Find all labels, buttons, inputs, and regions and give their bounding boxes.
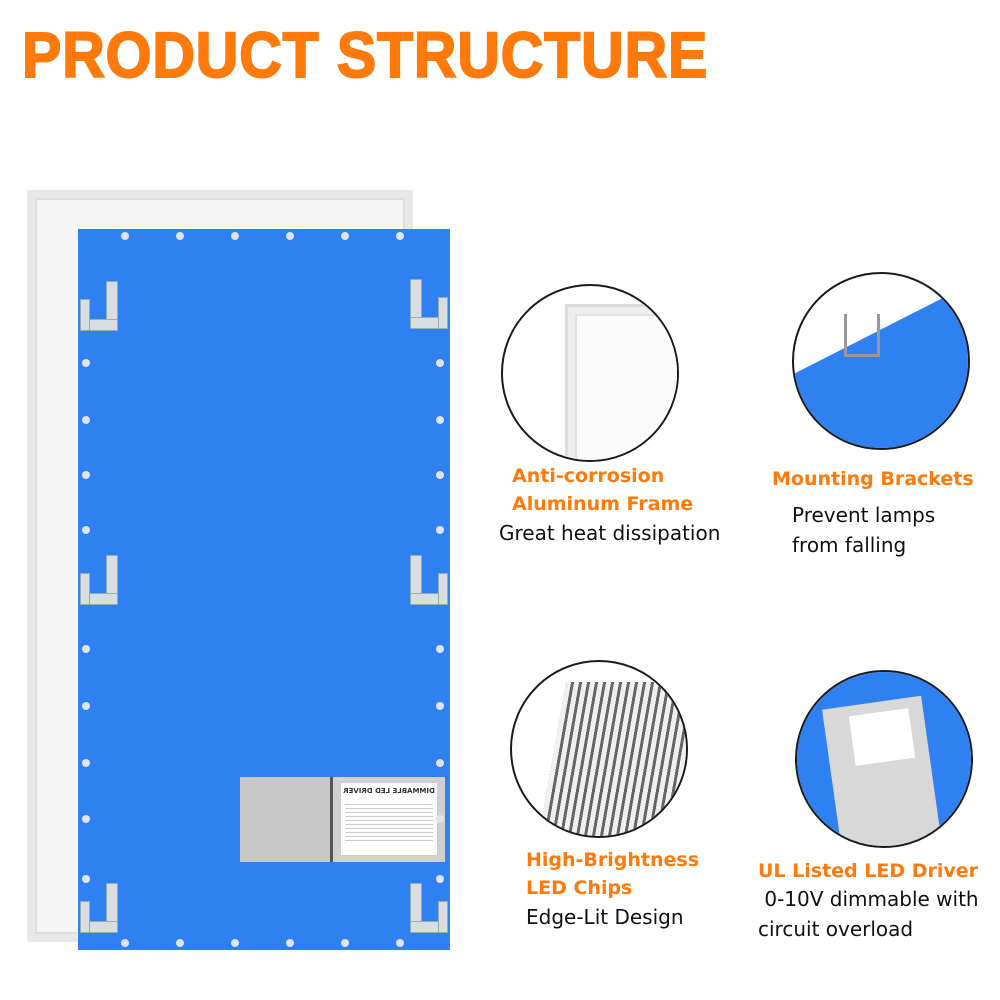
led-driver: DIMMABLE LED DRIVER	[240, 777, 445, 862]
frame-detail-circle	[501, 284, 679, 462]
mounting-bracket	[408, 555, 448, 605]
screw-hole	[82, 471, 90, 479]
driver-detail-circle	[795, 670, 973, 848]
screw-hole	[82, 759, 90, 767]
screw-hole	[82, 702, 90, 710]
screw-hole	[82, 875, 90, 883]
screw-hole	[121, 939, 129, 947]
screw-hole	[436, 416, 444, 424]
led-chips-circle	[510, 660, 688, 838]
screw-hole	[286, 939, 294, 947]
screw-hole	[176, 232, 184, 240]
screw-hole	[82, 359, 90, 367]
screw-hole	[436, 471, 444, 479]
screw-hole	[231, 232, 239, 240]
screw-hole	[231, 939, 239, 947]
screw-hole	[436, 359, 444, 367]
screw-hole	[341, 939, 349, 947]
mounting-bracket	[80, 555, 120, 605]
screw-hole	[82, 815, 90, 823]
page-title: PRODUCT STRUCTURE	[21, 18, 709, 92]
mounting-bracket	[408, 883, 448, 933]
screw-hole	[436, 759, 444, 767]
mounting-bracket	[408, 279, 448, 329]
screw-hole	[176, 939, 184, 947]
mounting-bracket	[80, 883, 120, 933]
feature-desc: Edge-Lit Design	[526, 905, 684, 929]
feature-desc: Great heat dissipation	[499, 521, 721, 545]
feature-title: Mounting Brackets	[772, 468, 974, 490]
mounting-bracket	[80, 281, 120, 331]
screw-hole	[396, 939, 404, 947]
screw-hole	[82, 416, 90, 424]
screw-hole	[436, 526, 444, 534]
screw-hole	[396, 232, 404, 240]
screw-hole	[436, 815, 444, 823]
led-panel-back: DIMMABLE LED DRIVER	[78, 229, 450, 950]
bracket-detail-circle	[792, 272, 970, 450]
screw-hole	[286, 232, 294, 240]
screw-hole	[436, 645, 444, 653]
screw-hole	[436, 702, 444, 710]
screw-hole	[121, 232, 129, 240]
feature-title: UL Listed LED Driver	[758, 860, 979, 882]
driver-label: DIMMABLE LED DRIVER	[341, 783, 437, 855]
screw-hole	[82, 526, 90, 534]
screw-hole	[341, 232, 349, 240]
screw-hole	[82, 645, 90, 653]
screw-hole	[436, 875, 444, 883]
